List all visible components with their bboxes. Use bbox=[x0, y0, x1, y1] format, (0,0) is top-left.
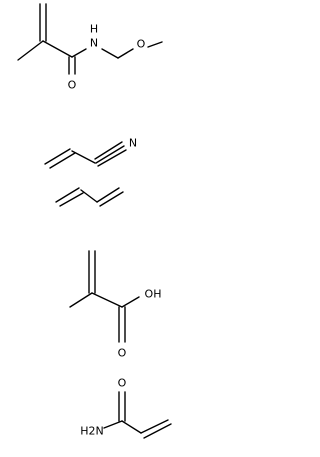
bond bbox=[42, 40, 73, 58]
atom-label-o-ether: O bbox=[137, 38, 146, 51]
bond bbox=[94, 141, 123, 160]
bond bbox=[71, 150, 96, 164]
bond bbox=[101, 48, 119, 59]
atom-label-h2n: H2N bbox=[80, 425, 104, 438]
bond bbox=[143, 423, 172, 439]
atom-label-o-carbonyl: O bbox=[118, 347, 127, 360]
molecule-butadiene bbox=[55, 187, 124, 207]
molecule-n-methoxymethyl-methacrylamide: H N O O bbox=[17, 3, 163, 92]
molecule-acrylonitrile: N bbox=[44, 137, 137, 169]
atom-label-n: N bbox=[129, 137, 137, 150]
bond bbox=[80, 189, 98, 203]
atom-label-o-carbonyl: O bbox=[118, 377, 127, 390]
molecule-acrylamide: O H2N bbox=[80, 377, 172, 439]
chemical-structures-diagram: H N O O N OH O bbox=[17, 3, 172, 439]
bond bbox=[91, 292, 123, 308]
bond bbox=[69, 292, 93, 308]
bond bbox=[97, 149, 127, 167]
bond bbox=[44, 148, 71, 165]
bond bbox=[49, 152, 76, 169]
bond bbox=[121, 296, 140, 308]
bond bbox=[140, 419, 169, 434]
bond bbox=[17, 40, 44, 61]
atom-label-o-carbonyl: O bbox=[68, 79, 77, 92]
bond bbox=[95, 145, 125, 164]
bond bbox=[147, 41, 163, 48]
bond bbox=[55, 187, 80, 203]
molecule-methacrylic-acid: OH O bbox=[69, 250, 162, 360]
bond bbox=[71, 48, 87, 58]
bond bbox=[99, 191, 124, 207]
atom-label-h: H bbox=[90, 23, 98, 36]
bond bbox=[96, 187, 120, 203]
bond bbox=[59, 192, 84, 207]
atom-label-n: N bbox=[90, 37, 98, 50]
bond bbox=[103, 420, 123, 429]
bond bbox=[121, 420, 142, 434]
atom-label-oh: OH bbox=[145, 288, 162, 301]
bond bbox=[117, 48, 134, 59]
